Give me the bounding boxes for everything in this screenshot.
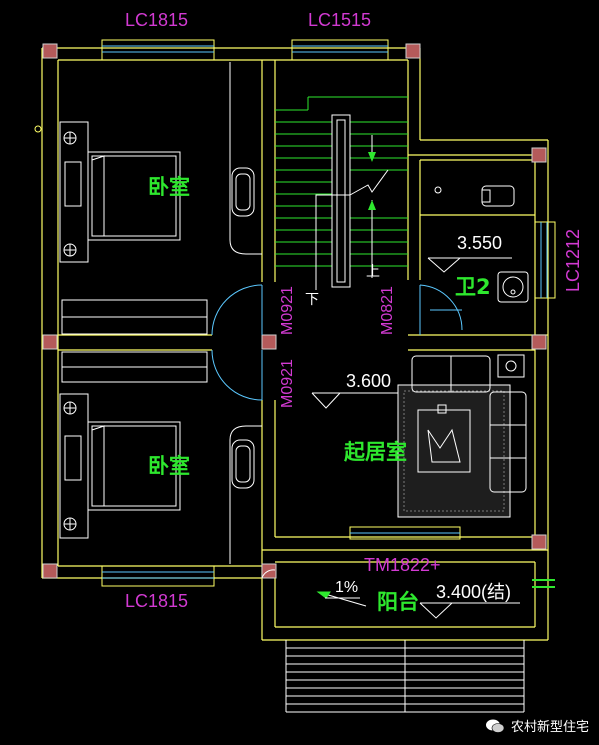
room-label-bathroom: 卫2 bbox=[455, 275, 491, 299]
bathroom-fixtures bbox=[430, 185, 529, 311]
door-label-bedroom-lower: M0921 bbox=[279, 359, 296, 408]
wardrobes bbox=[61, 299, 208, 383]
elevation-balcony: 3.400(结) bbox=[436, 582, 511, 602]
staircase bbox=[275, 96, 408, 290]
doors-geometry bbox=[211, 284, 463, 579]
room-label-balcony: 阳台 bbox=[377, 590, 419, 614]
elevation-markers bbox=[311, 257, 520, 619]
room-label-bedroom-upper: 卧室 bbox=[148, 175, 190, 199]
sofa-set bbox=[397, 354, 527, 518]
balcony-steps bbox=[285, 640, 525, 713]
balcony-slope: 1% bbox=[335, 579, 358, 596]
wechat-icon bbox=[485, 719, 505, 733]
bed-lower bbox=[59, 393, 262, 564]
stair-down-label: 下 bbox=[305, 292, 319, 308]
window-label-bottom-left: LC1815 bbox=[125, 591, 188, 611]
door-label-bathroom: M0821 bbox=[379, 286, 396, 335]
columns bbox=[42, 43, 547, 579]
walls bbox=[41, 47, 549, 641]
room-label-bedroom-lower: 卧室 bbox=[148, 454, 190, 478]
watermark: 农村新型住宅 bbox=[485, 716, 589, 735]
window-label-top-middle: LC1515 bbox=[308, 10, 371, 30]
watermark-text: 农村新型住宅 bbox=[510, 720, 589, 735]
door-label-bedroom-upper: M0921 bbox=[279, 286, 296, 335]
balcony-door-label: TM1822+ bbox=[364, 555, 441, 575]
windows-geometry bbox=[101, 39, 556, 588]
bed-upper bbox=[59, 62, 262, 263]
elevation-bathroom: 3.550 bbox=[457, 233, 502, 253]
room-label-living: 起居室 bbox=[343, 440, 407, 464]
elevation-living: 3.600 bbox=[346, 371, 391, 391]
window-label-right: LC1212 bbox=[563, 229, 583, 292]
window-label-top-left: LC1815 bbox=[125, 10, 188, 30]
stair-up-label: 上 bbox=[366, 264, 380, 280]
